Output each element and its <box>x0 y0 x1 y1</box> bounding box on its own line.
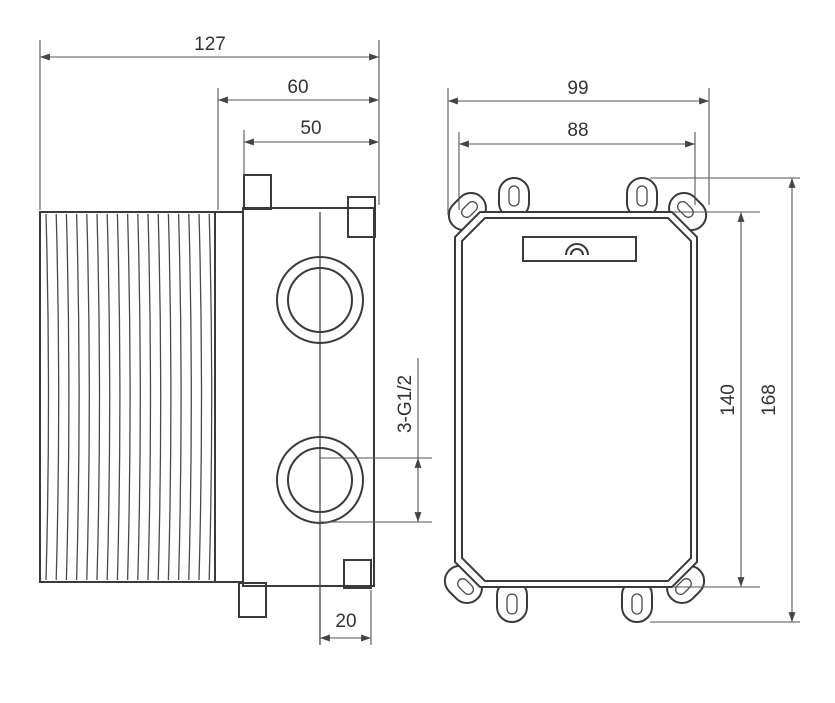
sleeve-rib <box>65 213 70 581</box>
ear-top-left-vertical <box>498 177 530 219</box>
sleeve-rib <box>45 213 50 581</box>
lower-port <box>276 436 364 524</box>
dimension-99: 99 <box>447 78 710 215</box>
dimension-127: 127 <box>39 34 380 210</box>
sleeve-rib <box>106 213 111 581</box>
dimension-50: 50 <box>243 118 379 175</box>
dimension-20: 20 <box>320 590 372 645</box>
sleeve-rib <box>96 213 101 581</box>
sleeve-rib <box>177 213 182 581</box>
dimension-60-label: 60 <box>287 77 308 98</box>
side-body <box>238 174 376 645</box>
dimension-88-label: 88 <box>567 120 588 141</box>
dimension-20-label: 20 <box>335 611 356 632</box>
dimension-168: 168 <box>650 177 800 623</box>
dimension-127-label: 127 <box>194 34 226 55</box>
dimension-140-label: 140 <box>718 384 739 416</box>
mounting-ears <box>443 177 708 623</box>
dimension-168-label: 168 <box>759 384 780 416</box>
sleeve-rib <box>198 213 203 581</box>
sleeve-rib <box>157 213 162 581</box>
top-cutout <box>522 236 637 262</box>
box-inner-outline <box>461 217 692 582</box>
sleeve-rib <box>126 213 131 581</box>
side-view: 127 60 50 20 3-G1/2 <box>39 34 432 645</box>
dimension-99-label: 99 <box>567 78 588 99</box>
sleeve-rib <box>116 213 121 581</box>
sleeve-rib <box>167 213 172 581</box>
dimension-50-label: 50 <box>300 118 321 139</box>
thread-label: 3-G1/2 <box>395 375 416 433</box>
dimension-60: 60 <box>217 77 379 210</box>
thread-callout: 3-G1/2 <box>320 358 432 523</box>
sleeve-collar <box>214 211 244 583</box>
sleeve-rib <box>188 213 192 581</box>
sleeve-rib <box>137 213 141 581</box>
upper-port <box>276 256 364 344</box>
dimension-88: 88 <box>458 120 696 210</box>
box-outer-outline <box>454 211 698 588</box>
sleeve-rib <box>86 213 90 581</box>
sleeve-rib <box>208 213 213 581</box>
front-view: 99 88 140 168 <box>443 78 800 623</box>
sleeve-rib <box>75 213 80 581</box>
sleeve-rib <box>55 213 60 581</box>
dimension-140: 140 <box>672 211 760 588</box>
corrugated-sleeve <box>39 211 216 583</box>
sleeve-rib <box>147 213 152 581</box>
